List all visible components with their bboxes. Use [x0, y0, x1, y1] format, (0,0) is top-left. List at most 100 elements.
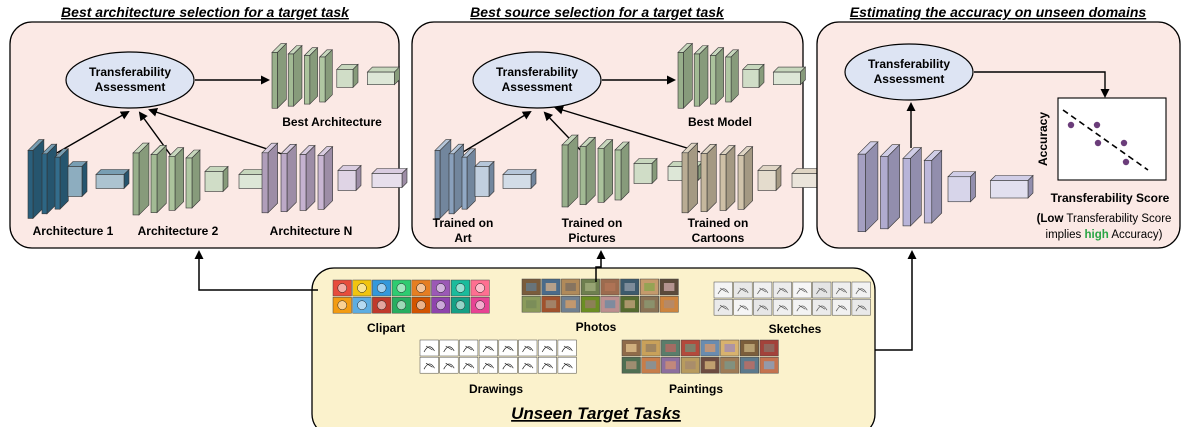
cnn-layer-side: [931, 149, 943, 224]
assessment-node-accuracy: [844, 43, 974, 101]
panel-architecture-title: Best architecture selection for a target…: [61, 4, 350, 20]
cnn-layer-front: [204, 171, 224, 192]
cnn-layer-front: [719, 154, 727, 211]
architecture-n-label: Architecture N: [270, 224, 353, 238]
thumbnail-glyph: [337, 300, 347, 310]
thumbnail-glyph: [604, 300, 616, 309]
cnn-layer-top: [95, 169, 130, 175]
thumbnail-glyph: [835, 304, 848, 312]
cnn-layer-side: [887, 143, 900, 230]
thumbnail-glyph: [624, 300, 635, 309]
thumbnail-glyph: [502, 362, 514, 370]
assessment-label-line1: Transferability: [89, 65, 171, 79]
assessment-label-line2: Assessment: [502, 80, 573, 94]
thumbnail-glyph: [776, 287, 788, 295]
cnn-layer-front: [261, 152, 269, 214]
cnn-layer-side: [466, 148, 476, 210]
panel-unseen-target-tasks: Unseen Target Tasks Clipart Photos Sketc…: [311, 267, 876, 427]
arrow-from-architecture-n: [148, 107, 286, 156]
architecture-n-network: [261, 142, 408, 214]
cnn-layer-front: [271, 52, 278, 109]
panel-source: Best source selection for a target task …: [411, 4, 828, 249]
cnn-layer-front: [502, 174, 532, 189]
cnn-layer-side: [706, 143, 717, 213]
cnn-layer-front: [923, 160, 933, 224]
cnn-layer-side: [743, 145, 753, 211]
thumbnail-glyph: [644, 283, 655, 291]
cnn-layer-side: [687, 142, 698, 214]
cnn-layer-front: [947, 176, 971, 203]
cnn-layer-front: [757, 170, 777, 191]
thumbnail-glyph: [724, 361, 735, 370]
cnn-layer-front: [677, 52, 684, 109]
cnn-layer-side: [970, 171, 976, 203]
cnn-layer-front: [461, 156, 468, 210]
thumbnail-glyph: [416, 300, 426, 310]
cnn-layer-front: [448, 153, 455, 215]
cnn-layer-side: [286, 143, 297, 213]
pictures-label-line2: Pictures: [568, 231, 616, 245]
assessment-label-line2: Assessment: [95, 80, 166, 94]
art-network: [434, 138, 537, 220]
thumbnail-glyph: [565, 283, 576, 291]
domain-paintings-label: Paintings: [669, 382, 723, 396]
cnn-layer-side: [81, 160, 88, 198]
thumbnail-glyph: [482, 362, 494, 370]
thumbnail-glyph: [816, 287, 828, 295]
cnn-layer-side: [725, 144, 736, 212]
accuracy-network: [857, 141, 1034, 233]
cnn-layer-side: [277, 42, 287, 109]
cnn-layer-front: [317, 155, 325, 210]
paintings-thumbnails: [621, 339, 779, 374]
thumbnail-glyph: [796, 287, 808, 295]
cnn-layer-front: [280, 153, 288, 212]
cnn-layer-front: [700, 153, 708, 212]
photos-thumbnails: [521, 278, 679, 313]
cnn-layer-front: [367, 71, 395, 85]
thumbnail-glyph: [685, 361, 696, 370]
data-point: [1094, 139, 1102, 147]
cnn-layer-front: [304, 55, 311, 105]
thumbnail-glyph: [626, 361, 637, 370]
thumbnail-glyph: [816, 304, 828, 312]
thumbnail-glyph: [416, 283, 426, 293]
cnn-layer-front: [710, 55, 717, 105]
cnn-layer-side: [488, 160, 495, 198]
cnn-layer-side: [683, 42, 693, 109]
accuracy-plot-frame: [1057, 97, 1167, 181]
arrow-to-source-panel: [595, 250, 606, 282]
thumbnail-glyph: [645, 361, 657, 370]
thumbnail-glyph: [744, 344, 755, 352]
cnn-layer-front: [902, 158, 911, 227]
domain-sketches-label: Sketches: [769, 322, 822, 336]
thumbnail-glyph: [545, 300, 557, 309]
cnn-layer-front: [337, 170, 357, 191]
assessment-node-source: [472, 51, 602, 109]
panel-accuracy-title: Estimating the accuracy on unseen domain…: [850, 4, 1147, 20]
sketches-thumbnails: [713, 281, 871, 316]
cnn-layer-front: [27, 150, 34, 219]
cnn-layer-front: [41, 153, 48, 215]
thumbnail-glyph: [463, 345, 475, 353]
arrow-from-architecture-1: [47, 111, 130, 159]
thumbnail-glyph: [763, 344, 775, 352]
thumbnail-glyph: [855, 287, 867, 295]
best-architecture-network: [271, 42, 401, 109]
accuracy-plot-ylabel: Accuracy: [1036, 112, 1050, 166]
cnn-layer-side: [324, 49, 333, 103]
thumbnail-glyph: [776, 304, 788, 312]
thumbnail-glyph: [463, 362, 475, 370]
cnn-layer-front: [693, 53, 700, 107]
cartoons-label-line1: Trained on: [688, 216, 749, 230]
thumbnail-glyph: [561, 362, 573, 370]
cnn-layer-front: [185, 157, 193, 209]
thumbnail-glyph: [737, 287, 749, 295]
cnn-layer-side: [191, 149, 201, 209]
cartoons-label-line2: Cartoons: [692, 231, 745, 245]
thumbnail-glyph: [337, 283, 347, 293]
cnn-layer-side: [156, 144, 167, 214]
cnn-layer-side: [309, 46, 318, 105]
thumbnail-glyph: [376, 300, 387, 310]
cnn-layer-side: [267, 142, 278, 214]
